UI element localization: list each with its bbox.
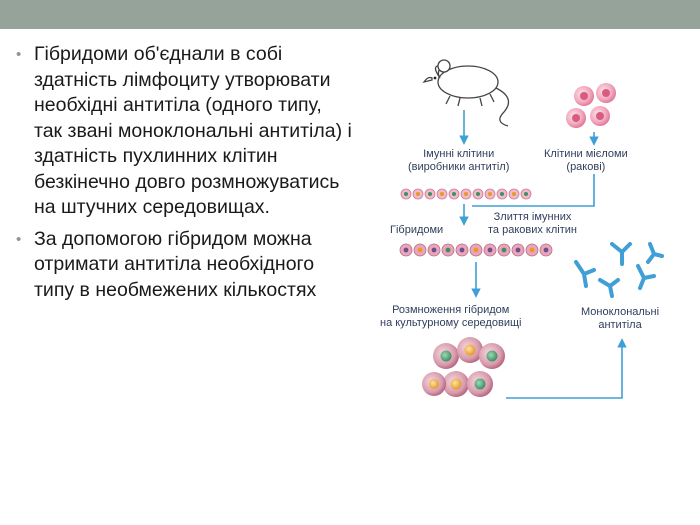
bullet-dot: • [16,230,22,248]
label-fusion-title: Злиття імунних [493,211,572,223]
immune-cells-row [400,188,532,200]
label-reproduction: Розмноження гібридом на культурному сере… [380,304,521,330]
bullet-list: • Гібридоми об'єднали в собі здатність лі… [14,42,354,309]
mouse-eye [433,76,437,80]
bullet-item: • Гібридоми об'єднали в собі здатність лі… [14,42,354,221]
label-myeloma-cells-sub: (ракові) [566,161,606,173]
title-bar [0,0,700,29]
arrow-myeloma-to-fusion [472,174,595,207]
diagram-graphics [399,59,664,399]
cultured-cells-icon [422,337,505,397]
label-monoclonal: Моноклональні антитіла [581,306,659,332]
label-monoclonal-title: Моноклональні [581,306,660,318]
label-immune-cells-title: Імунні клітини [423,148,495,160]
label-immune-cells-sub: (виробники антитіл) [408,161,510,173]
antibody-icon [574,242,664,298]
bullet-text-2: За допомогою гібридом можна отримати ант… [34,227,317,301]
label-monoclonal-sub: антитіла [598,319,642,331]
label-myeloma-cells: Клітини мієломи (ракові) [544,148,628,174]
label-reproduction-title: Розмноження гібридом [392,304,510,316]
label-fusion-sub: та ракових клітин [488,224,577,236]
hybridoma-diagram: Імунні клітини (виробники антитіл) Кліти… [376,48,686,418]
label-myeloma-cells-title: Клітини мієломи [544,148,628,160]
label-fusion: Злиття імунних та ракових клітин [488,211,577,237]
myeloma-cells-icon [566,83,616,128]
label-reproduction-sub: на культурному середовищі [380,317,522,329]
hybridoma-cells-row [399,243,553,257]
arrow-culture-to-antibodies [506,338,627,399]
bullet-dot: • [16,46,22,63]
label-immune-cells: Імунні клітини (виробники антитіл) [408,148,509,174]
bullet-text-1: Гібридоми об'єднали в собі здатність лім… [34,43,352,218]
label-hybridomas: Гібридоми [390,224,444,236]
mouse-icon [422,59,510,127]
bullet-item: • За допомогою гібридом можна отримати ан… [14,227,354,304]
